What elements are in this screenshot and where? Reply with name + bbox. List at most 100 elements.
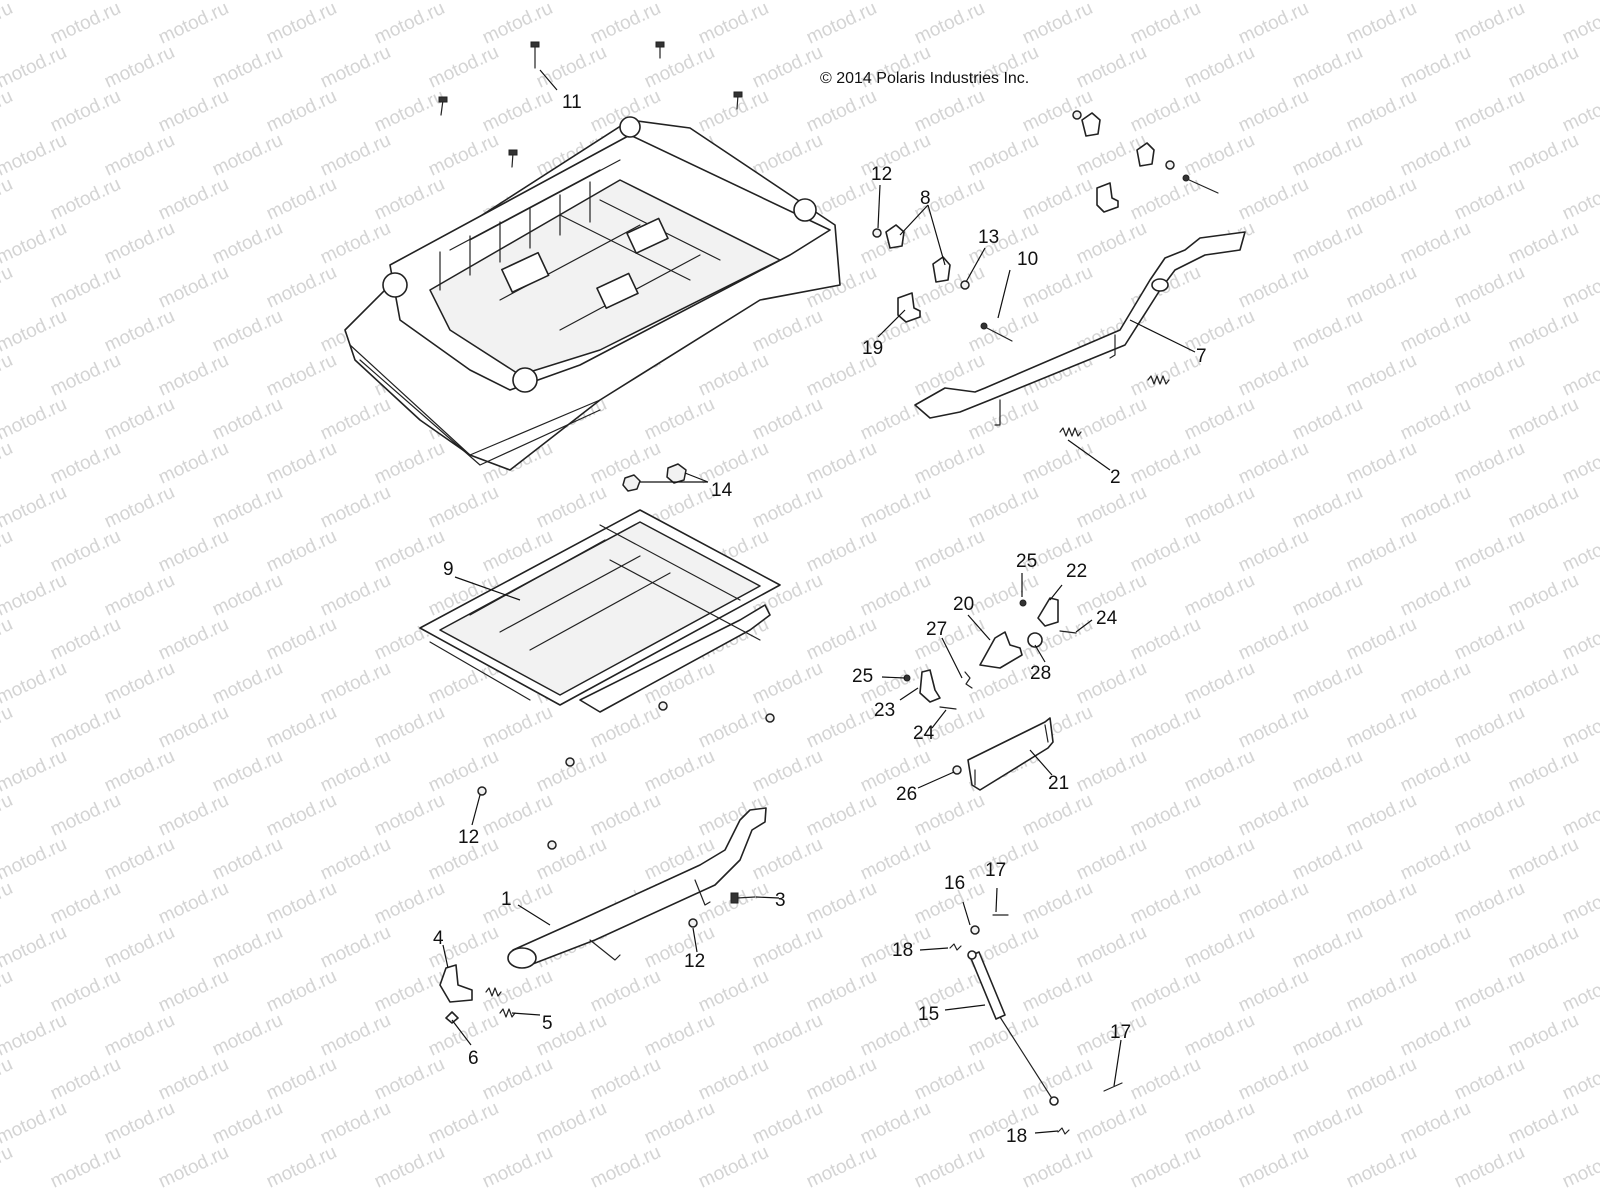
watermark-text: motod.ru [317, 658, 394, 709]
watermark-text: motod.ru [317, 42, 394, 93]
part-2-springs [1059, 375, 1170, 437]
watermark-text: motod.ru [911, 0, 988, 49]
watermark-text: motod.ru [695, 350, 772, 401]
watermark-text: motod.ru [641, 394, 718, 445]
watermark-text: motod.ru [587, 1142, 664, 1193]
part-23-bracket [919, 669, 941, 703]
watermark-text: motod.ru [1127, 0, 1204, 49]
watermark-text: motod.ru [263, 438, 340, 489]
callout-25-top: 25 [1016, 551, 1037, 572]
watermark-text: motod.ru [587, 790, 664, 841]
watermark-text: motod.ru [803, 1054, 880, 1105]
callout-16: 16 [944, 873, 965, 894]
watermark-text: motod.ru [1181, 746, 1258, 797]
watermark-text: motod.ru [0, 86, 16, 137]
watermark-text: motod.ru [1397, 130, 1474, 181]
watermark-text: motod.ru [0, 746, 70, 797]
watermark-text: motod.ru [1397, 482, 1474, 533]
watermark-text: motod.ru [1505, 570, 1582, 621]
watermark-text: motod.ru [425, 482, 502, 533]
watermark-text: motod.ru [263, 174, 340, 225]
watermark-text: motod.ru [47, 350, 124, 401]
watermark-text: motod.ru [1397, 658, 1474, 709]
watermark-text: motod.ru [1235, 174, 1312, 225]
watermark-text: motod.ru [263, 526, 340, 577]
watermark-text: motod.ru [695, 966, 772, 1017]
watermark-text: motod.ru [209, 42, 286, 93]
watermark-text: motod.ru [1127, 526, 1204, 577]
watermark-text: motod.ru [317, 1098, 394, 1149]
watermark-text: motod.ru [641, 1098, 718, 1149]
watermark-text: motod.ru [641, 746, 718, 797]
watermark-text: motod.ru [749, 42, 826, 93]
watermark-text: motod.ru [1559, 1054, 1600, 1105]
watermark-text: motod.ru [155, 0, 232, 49]
watermark-text: motod.ru [1559, 1142, 1600, 1193]
watermark-text: motod.ru [1343, 526, 1420, 577]
watermark-text: motod.ru [1343, 350, 1420, 401]
watermark-text: motod.ru [857, 834, 934, 885]
watermark-text: motod.ru [0, 1142, 16, 1193]
watermark-text: motod.ru [1289, 130, 1366, 181]
watermark-text: motod.ru [695, 0, 772, 49]
watermark-text: motod.ru [155, 702, 232, 753]
watermark-text: motod.ru [1397, 570, 1474, 621]
callout-1: 1 [501, 889, 512, 910]
watermark-text: motod.ru [0, 614, 16, 665]
watermark-text: motod.ru [803, 966, 880, 1017]
watermark-text: motod.ru [1127, 1142, 1204, 1193]
watermark-text: motod.ru [1343, 614, 1420, 665]
watermark-text: motod.ru [0, 966, 16, 1017]
callout-8: 8 [920, 188, 931, 209]
watermark-text: motod.ru [479, 0, 556, 49]
watermark-text: motod.ru [371, 1054, 448, 1105]
watermark-text: motod.ru [209, 922, 286, 973]
callout-2: 2 [1110, 467, 1121, 488]
watermark-text: motod.ru [857, 570, 934, 621]
part-15-gas-strut [967, 950, 1059, 1106]
watermark-text: motod.ru [533, 1098, 610, 1149]
watermark-text: motod.ru [803, 0, 880, 49]
callout-7: 7 [1196, 346, 1207, 367]
watermark-text: motod.ru [1181, 130, 1258, 181]
part-5-springs [485, 987, 516, 1018]
watermark-text: motod.ru [371, 86, 448, 137]
watermark-text: motod.ru [641, 922, 718, 973]
callout-10: 10 [1017, 249, 1038, 270]
watermark-text: motod.ru [1235, 526, 1312, 577]
watermark-text: motod.ru [263, 702, 340, 753]
watermark-text: motod.ru [1343, 1054, 1420, 1105]
part-3-bolt [730, 892, 756, 904]
watermark-text: motod.ru [1073, 746, 1150, 797]
watermark-text: motod.ru [1505, 834, 1582, 885]
watermark-text: motod.ru [1505, 218, 1582, 269]
watermark-text: motod.ru [1559, 790, 1600, 841]
callout-24-right: 24 [1096, 608, 1118, 629]
watermark-text: motod.ru [1451, 878, 1528, 929]
watermark-text: motod.ru [1343, 438, 1420, 489]
callout-24-bottom: 24 [913, 723, 935, 744]
watermark-text: motod.ru [425, 1098, 502, 1149]
watermark-text: motod.ru [911, 438, 988, 489]
leader-lines [442, 69, 1196, 1134]
callout-12-left: 12 [458, 827, 479, 848]
watermark-text: motod.ru [1181, 658, 1258, 709]
watermark-text: motod.ru [47, 174, 124, 225]
watermark-text: motod.ru [1451, 0, 1528, 49]
watermark-text: motod.ru [1181, 394, 1258, 445]
watermark-text: motod.ru [317, 130, 394, 181]
callout-17-bottom: 17 [1110, 1022, 1131, 1043]
watermark-text: motod.ru [0, 42, 70, 93]
watermark-text: motod.ru [1235, 878, 1312, 929]
watermark-text: motod.ru [1397, 42, 1474, 93]
watermark-text: motod.ru [1181, 1098, 1258, 1149]
watermark-text: motod.ru [911, 1142, 988, 1193]
cargo-box [344, 116, 841, 471]
watermark-text: motod.ru [803, 878, 880, 929]
part-16-nut [970, 925, 980, 935]
watermark-text: motod.ru [371, 438, 448, 489]
part-11-screws [438, 41, 743, 168]
watermark-text: motod.ru [263, 790, 340, 841]
watermark-text: motod.ru [1289, 746, 1366, 797]
callout-5: 5 [542, 1013, 553, 1034]
